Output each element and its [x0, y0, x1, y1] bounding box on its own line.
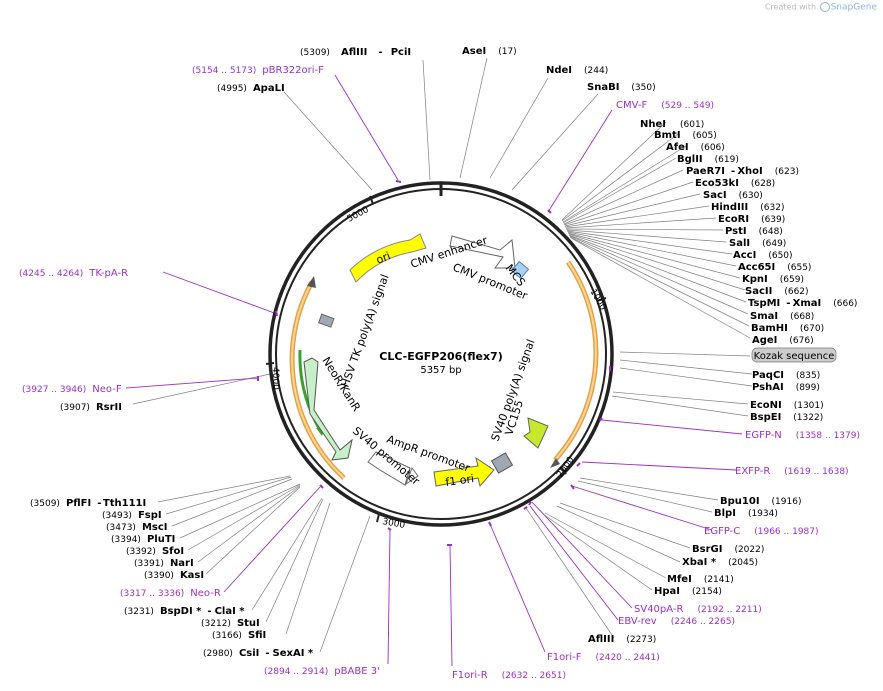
svg-text:TspMI-XmaI(666): TspMI-XmaI(666) — [748, 298, 857, 309]
svg-text:NheI(601): NheI(601) — [640, 119, 704, 130]
ampr-promoter-arrow — [404, 466, 419, 486]
mcs-enzyme-list: NheI(601) BmtI(605) AfeI(606) BglII(619)… — [640, 119, 857, 346]
kozak-box — [751, 347, 837, 363]
svg-text:PaeR7I-XhoI(623): PaeR7I-XhoI(623) — [686, 166, 799, 177]
plasmid-size: 5357 bp — [420, 365, 461, 376]
svg-text:AfeI(606): AfeI(606) — [666, 142, 725, 153]
tick-label-4000: 4000 — [270, 367, 280, 390]
primer-marks — [257, 180, 611, 546]
primer-egfp-c: EGFP-C(1966 .. 1987) — [704, 526, 819, 537]
site-stuI: (3212)StuI — [201, 618, 260, 629]
svg-text:(3394)PluTI: (3394)PluTI — [111, 534, 175, 545]
egfp-orf-arrowhead — [550, 458, 560, 468]
site-xbaI: XbaI *(2045) — [682, 557, 758, 568]
site-mfeI: MfeI(2141) — [667, 574, 734, 585]
primer-leader-lines — [125, 74, 743, 667]
feature-shapes — [303, 233, 837, 488]
svg-text:EcoRI(639): EcoRI(639) — [718, 214, 785, 225]
svg-text:(3509)PflFI-Tth111I: (3509)PflFI-Tth111I — [30, 498, 146, 509]
site-paqCI: PaqCI(835) — [752, 370, 820, 381]
svg-text:SacII(662): SacII(662) — [745, 286, 809, 297]
site-bsrGI: BsrGI(2022) — [692, 544, 764, 555]
svg-text:BmtI(605): BmtI(605) — [654, 130, 717, 141]
site-ecoNI: EcoNI(1301) — [750, 400, 824, 411]
mcs-box — [510, 260, 530, 280]
primer-pbr322ori-f: (5154 .. 5173)pBR322ori-F — [192, 65, 324, 76]
primer-neo-r: (3317 .. 3336)Neo-R — [120, 588, 221, 599]
svg-text:Acc65I(655): Acc65I(655) — [738, 262, 811, 273]
svg-text:PstI(648): PstI(648) — [725, 226, 783, 237]
site-csiI-sexAI: (2980)CsiI-SexAI * — [203, 648, 314, 659]
primer-egfp-n: EGFP-N(1358 .. 1379) — [745, 430, 860, 441]
tick-label-3000: 3000 — [381, 517, 406, 531]
neo-orf-arrowhead — [307, 276, 316, 288]
svg-text:AgeI(676): AgeI(676) — [752, 335, 814, 346]
svg-text:SmaI(668): SmaI(668) — [750, 311, 814, 322]
neo-kanr-arrow — [303, 357, 353, 461]
site-apaLI: (4995)ApaLI — [217, 83, 285, 94]
site-aseI: AseI(17) — [462, 46, 517, 57]
credit-brand: SnapGene — [830, 2, 877, 13]
primer-ebv-rev: EBV-rev(2246 .. 2265) — [618, 616, 735, 627]
primer-neo-f: (3927 .. 3946)Neo-F — [22, 384, 122, 395]
site-ndeI: NdeI(244) — [546, 65, 608, 76]
svg-text:(3390)KasI: (3390)KasI — [144, 570, 204, 581]
site-sfiI: (3166)SfiI — [212, 630, 266, 641]
lower-left-enzyme-list: (3509)PflFI-Tth111I (3493)FspI (3473)Msc… — [30, 498, 204, 581]
sv40-promoter-arrow — [367, 451, 411, 486]
hsv-tk-polya-box — [318, 313, 335, 328]
site-snaBI: SnaBI(350) — [587, 82, 656, 93]
site-pshAI: PshAI(899) — [752, 382, 820, 393]
svg-text:SalI(649): SalI(649) — [729, 238, 786, 249]
feature-hsv-tk-polya: HSV TK poly(A) signal — [339, 273, 392, 389]
svg-text:(3493)FspI: (3493)FspI — [102, 510, 162, 521]
primer-f1ori-r: F1ori-R(2632 .. 2651) — [452, 670, 566, 681]
ori-arrow — [349, 233, 427, 283]
site-bspEI: BspEI(1322) — [750, 412, 823, 423]
svg-text:(3391)NarI: (3391)NarI — [134, 558, 194, 569]
feature-ori: ori — [374, 249, 392, 266]
svg-text:Eco53kI(628): Eco53kI(628) — [695, 178, 775, 189]
svg-text:HindIII(632): HindIII(632) — [711, 202, 784, 213]
snapgene-credit: Created with SnapGene — [765, 2, 877, 13]
site-aflIII-pciI: (5309) AflIII - PciI — [300, 40, 411, 59]
sv40-polya-box — [490, 452, 514, 474]
plasmid-name: CLC-EGFP206(flex7) — [379, 350, 502, 363]
site-bspDI-claI: (3231)BspDI *-ClaI * — [124, 606, 245, 617]
site-hpaI: HpaI(2154) — [654, 586, 722, 597]
svg-text:BamHI(670): BamHI(670) — [751, 323, 824, 334]
svg-text:BglII(619): BglII(619) — [677, 154, 739, 165]
svg-text:(3392)SfoI: (3392)SfoI — [126, 546, 184, 557]
vc155-arrow — [523, 417, 549, 449]
primer-f1ori-f: F1ori-F(2420 .. 2441) — [547, 652, 660, 663]
svg-text:(3473)MscI: (3473)MscI — [106, 522, 168, 533]
svg-text:SacI(630): SacI(630) — [703, 190, 763, 201]
snapgene-logo-icon — [819, 2, 830, 12]
feature-sv40-promoter: SV40 promoter — [350, 424, 422, 488]
backbone-outer-ring — [268, 181, 614, 527]
primer-exfp-r: EXFP-R(1619 .. 1638) — [735, 466, 849, 477]
primer-sv40pa-r: SV40pA-R(2192 .. 2211) — [634, 604, 762, 615]
site-bpu10I: Bpu10I(1916) — [720, 496, 801, 507]
site-rsrII: (3907)RsrII — [60, 402, 122, 413]
primer-tk-pa-r: (4245 .. 4264)TK-pA-R — [19, 268, 128, 279]
feature-f1-ori: f1 ori — [445, 472, 475, 489]
credit-prefix: Created with — [764, 2, 817, 12]
svg-text:KpnI(659): KpnI(659) — [742, 274, 804, 285]
cmv-enhancer-arrow — [449, 235, 516, 269]
primer-pbabe3: (2894 .. 2914)pBABE 3' — [264, 666, 380, 677]
site-aflIII-2273: AflIII(2273) — [588, 634, 656, 645]
f1-ori-arrow — [433, 456, 495, 488]
kozak-label: Kozak sequence — [754, 351, 835, 362]
site-blpI: BlpI(1934) — [714, 508, 778, 519]
svg-text:AccI(650): AccI(650) — [733, 250, 793, 261]
primer-cmv-f: CMV-F(529 .. 549) — [616, 100, 714, 111]
